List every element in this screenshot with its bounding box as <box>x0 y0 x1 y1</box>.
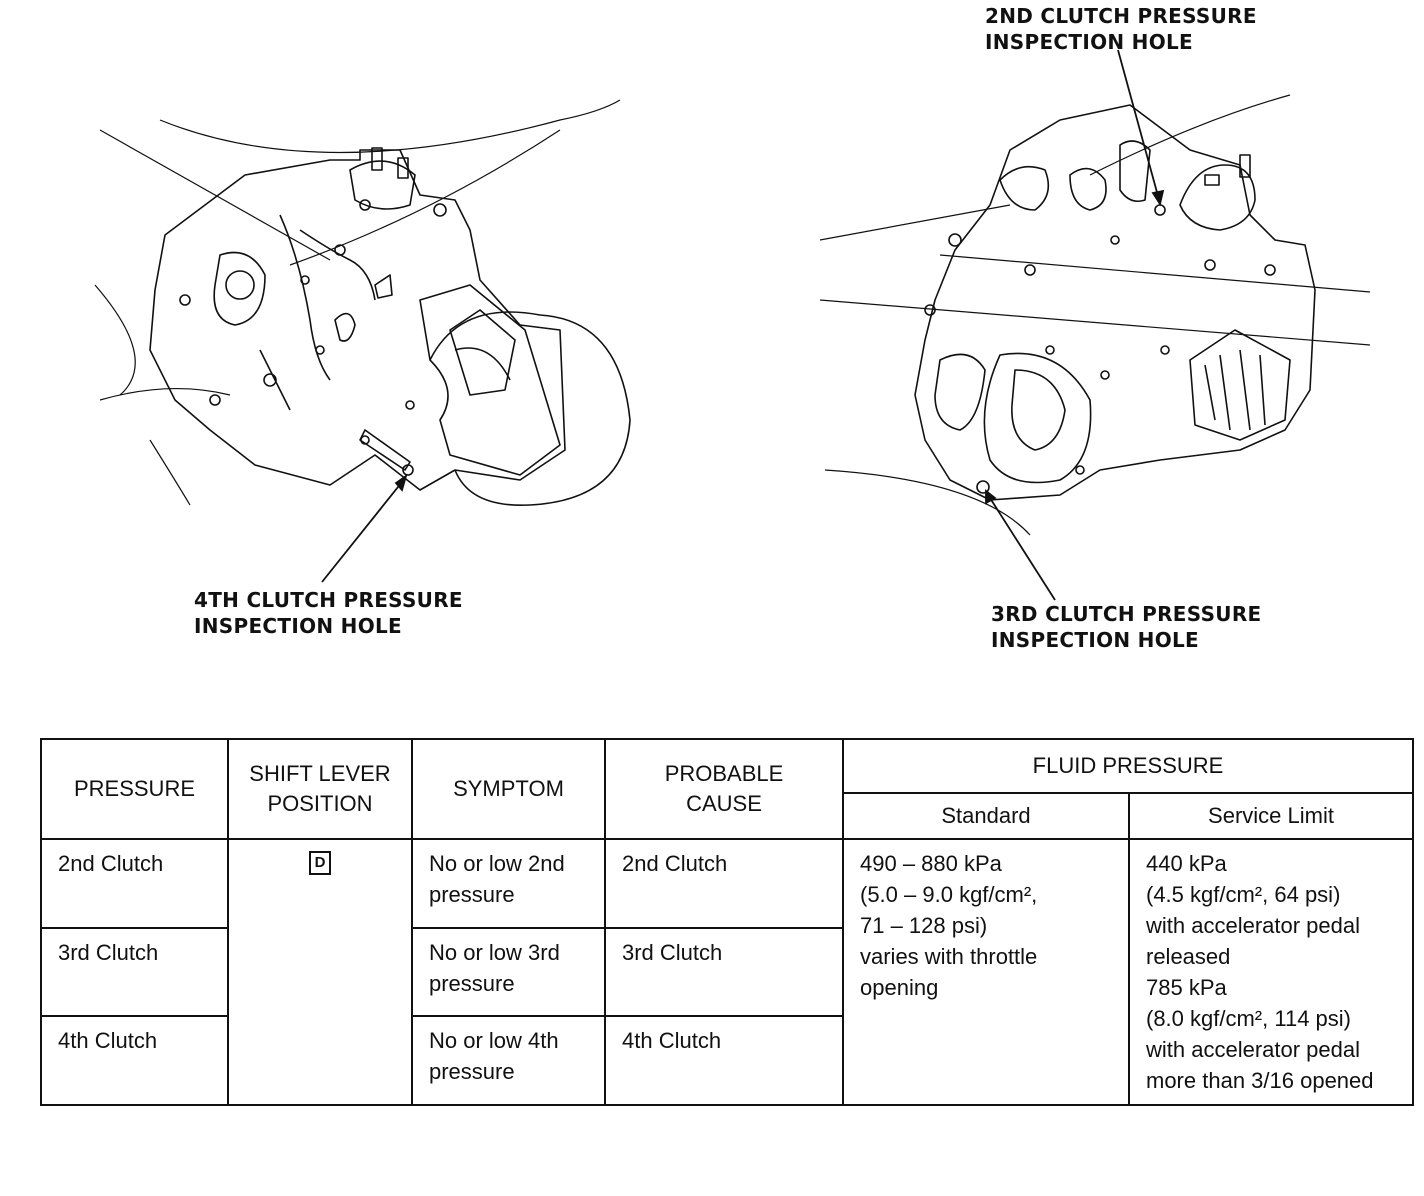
callout-4th-clutch: 4TH CLUTCH PRESSURE INSPECTION HOLE <box>194 587 463 639</box>
callout-2nd-line2: INSPECTION HOLE <box>985 30 1194 54</box>
header-probable-cause: PROBABLE CAUSE <box>604 738 844 840</box>
left-transmission-drawing <box>94 99 631 506</box>
cell-cause: 3rd Clutch <box>604 926 844 1018</box>
service-limit-line: (8.0 kgf/cm², 114 psi) <box>1146 1006 1351 1031</box>
leader-4th <box>321 473 408 583</box>
callout-4th-line1: 4TH CLUTCH PRESSURE <box>194 588 463 612</box>
service-limit-line: released <box>1146 944 1231 969</box>
symptom-line: No or low 4th <box>429 1028 559 1054</box>
callout-3rd-line2: INSPECTION HOLE <box>991 628 1200 652</box>
cell-service-limit: 440 kPa (4.5 kgf/cm², 64 psi) with accel… <box>1128 838 1414 1106</box>
header-cause-line1: PROBABLE <box>664 761 784 786</box>
header-symptom: SYMPTOM <box>411 738 606 840</box>
callout-2nd-clutch: 2ND CLUTCH PRESSURE INSPECTION HOLE <box>985 3 1257 55</box>
service-limit-line: 440 kPa <box>1146 851 1227 876</box>
table-subheader-row: Standard Service Limit <box>41 792 1414 840</box>
standard-line: 71 – 128 psi) <box>860 913 988 938</box>
transmission-illustrations <box>94 49 1371 601</box>
table-row: 3rd Clutch No or low 3rd pressure 3rd Cl… <box>40 926 1413 1018</box>
callout-2nd-line1: 2ND CLUTCH PRESSURE <box>985 4 1257 28</box>
cell-cause: 4th Clutch <box>604 1015 844 1106</box>
cell-symptom: No or low 3rd pressure <box>411 926 606 1018</box>
header-shift-lever-line2: POSITION <box>267 791 373 816</box>
callout-4th-line2: INSPECTION HOLE <box>194 614 403 638</box>
standard-line: varies with throttle <box>860 944 1038 969</box>
header-standard: Standard <box>842 792 1130 840</box>
right-transmission-drawing <box>819 94 1371 536</box>
cell-pressure: 4th Clutch <box>40 1015 229 1106</box>
service-limit-line: (4.5 kgf/cm², 64 psi) <box>1146 882 1341 907</box>
header-service-limit: Service Limit <box>1128 792 1414 840</box>
pressure-spec-table: PRESSURE SHIFT LEVER POSITION SYMPTOM PR… <box>40 738 1414 1106</box>
cell-pressure: 3rd Clutch <box>40 926 229 1018</box>
cell-pressure: 2nd Clutch <box>40 838 229 929</box>
header-shift-lever-line1: SHIFT LEVER <box>249 761 391 786</box>
standard-line: 490 – 880 kPa <box>860 851 1002 876</box>
service-limit-line: more than 3/16 opened <box>1146 1068 1374 1093</box>
cell-standard: 490 – 880 kPa (5.0 – 9.0 kgf/cm², 71 – 1… <box>842 838 1130 1106</box>
service-limit-line: with accelerator pedal <box>1146 1037 1361 1062</box>
cell-symptom: No or low 4th pressure <box>411 1015 606 1106</box>
header-cause-line2: CAUSE <box>686 791 762 816</box>
standard-line: (5.0 – 9.0 kgf/cm², <box>860 882 1038 907</box>
table-header-row: PRESSURE SHIFT LEVER POSITION SYMPTOM PR… <box>40 738 1414 840</box>
cell-symptom: No or low 2nd pressure <box>411 838 606 929</box>
table-row: 4th Clutch No or low 4th pressure 4th Cl… <box>40 1015 1413 1106</box>
service-limit-line: with accelerator pedal <box>1146 913 1361 938</box>
header-fluid-pressure: FLUID PRESSURE <box>842 738 1414 794</box>
symptom-line: No or low 2nd <box>429 851 565 876</box>
cell-cause: 2nd Clutch <box>604 838 844 929</box>
transmission-diagram: 2ND CLUTCH PRESSURE INSPECTION HOLE 4TH … <box>94 3 1371 653</box>
header-pressure: PRESSURE <box>40 738 229 840</box>
service-limit-line: 785 kPa <box>1146 975 1227 1000</box>
symptom-line: No or low 3rd <box>429 939 560 965</box>
leader-2nd <box>1117 49 1165 207</box>
symptom-line: pressure <box>429 882 515 907</box>
callout-3rd-line1: 3RD CLUTCH PRESSURE <box>991 602 1262 626</box>
shift-position-d-icon: D <box>309 851 331 875</box>
symptom-line: pressure <box>429 1059 515 1085</box>
table-row: 2nd Clutch D No or low 2nd pressure 2nd … <box>40 838 1414 1106</box>
symptom-line: pressure <box>429 970 515 996</box>
cell-shift-lever: D <box>227 838 413 1106</box>
standard-line: opening <box>860 975 939 1000</box>
header-shift-lever: SHIFT LEVER POSITION <box>227 738 413 840</box>
leader-3rd <box>985 489 1056 601</box>
callout-3rd-clutch: 3RD CLUTCH PRESSURE INSPECTION HOLE <box>991 601 1262 653</box>
